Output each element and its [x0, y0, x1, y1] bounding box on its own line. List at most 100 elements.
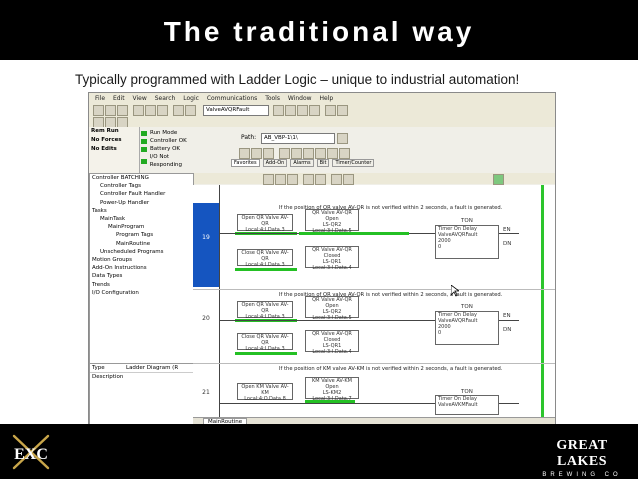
cut-icon[interactable]: [133, 105, 144, 116]
tab-add-on[interactable]: Add-On: [262, 159, 288, 167]
ladder-tool-icon[interactable]: [315, 174, 326, 185]
contact-description: QR Valve AV-QR Closed: [312, 247, 352, 259]
contact-description: Open QR Valve AV-QR: [241, 302, 289, 314]
tree-item[interactable]: Motion Groups: [92, 257, 133, 264]
contact-label: Close QR Valve AV-QR Local:4:I.Data.3: [237, 333, 293, 352]
otu-icon[interactable]: [327, 148, 338, 159]
tree-item[interactable]: Add-On Instructions: [92, 265, 147, 272]
forces-status: No Forces: [91, 137, 122, 143]
ladder-tool-icon[interactable]: [331, 174, 342, 185]
paste-icon[interactable]: [157, 105, 168, 116]
menu-file[interactable]: File: [95, 95, 106, 102]
xio-icon[interactable]: [291, 148, 302, 159]
undo-icon[interactable]: [173, 105, 184, 116]
menu-window[interactable]: Window: [287, 95, 312, 102]
save-icon[interactable]: [117, 105, 128, 116]
ton-label: TON: [461, 218, 473, 224]
timer-instruction[interactable]: Timer On Delay ValveAVQRFault 2000 0: [435, 225, 499, 259]
tab-bit[interactable]: Bit: [316, 159, 330, 167]
copy-icon[interactable]: [145, 105, 156, 116]
tab-alarms[interactable]: Alarms: [290, 159, 314, 167]
tree-item[interactable]: Program Tags: [116, 232, 154, 239]
path-browse-icon[interactable]: [337, 133, 348, 144]
timer-accum: 0: [438, 244, 442, 250]
tree-item[interactable]: Tasks: [92, 207, 107, 214]
ote-icon[interactable]: [303, 148, 314, 159]
branch-icon[interactable]: [251, 148, 262, 159]
tree-item[interactable]: Power-Up Handler: [100, 199, 150, 206]
coil-dn: DN: [503, 241, 512, 247]
contact-description: QR Valve AV-QR Closed: [312, 331, 352, 343]
xic-icon[interactable]: [279, 148, 290, 159]
contact-address: Local:3:I.Data.7: [312, 396, 352, 402]
properties-pane: Type Ladder Diagram (R Description: [89, 363, 194, 425]
timer-instruction[interactable]: Timer On Delay ValveAVKMFault: [435, 395, 499, 415]
menu-view[interactable]: View: [132, 95, 147, 102]
menu-logic[interactable]: Logic: [183, 95, 199, 102]
ladder-tool-icon[interactable]: [493, 174, 504, 185]
tag-browser-icon[interactable]: [297, 105, 308, 116]
right-power-rail: [541, 185, 544, 417]
zoom-out-icon[interactable]: [337, 105, 348, 116]
ladder-tool-icon[interactable]: [263, 174, 274, 185]
props-type-label: Type: [92, 365, 105, 371]
tab-main-routine[interactable]: MainRoutine: [203, 418, 248, 425]
cross-reference-icon[interactable]: [309, 105, 320, 116]
led-icon: [141, 158, 147, 164]
tree-item[interactable]: MainTask: [100, 216, 125, 223]
menu-tools[interactable]: Tools: [265, 95, 280, 102]
timer-preset: 2000: [438, 238, 451, 244]
tree-item[interactable]: Controller Tags: [100, 183, 141, 190]
menu-edit[interactable]: Edit: [112, 95, 125, 102]
ladder-tool-icon[interactable]: [303, 174, 314, 185]
timer-instruction[interactable]: Timer On Delay ValveAVQRFault 2000 0: [435, 311, 499, 345]
tab-timer-counter[interactable]: Timer/Counter: [332, 159, 375, 167]
tree-item[interactable]: MainRoutine: [116, 240, 151, 247]
contact-label: QR Valve AV-QR Closed LS-QR1 Local:3:I.D…: [305, 330, 359, 355]
props-description-label: Description: [92, 374, 124, 380]
new-file-icon[interactable]: [93, 105, 104, 116]
menu-search[interactable]: Search: [154, 95, 176, 102]
menu-help[interactable]: Help: [319, 95, 334, 102]
exc-logo-text: EXC: [14, 446, 48, 463]
open-folder-icon[interactable]: [105, 105, 116, 116]
led-icon: [141, 146, 147, 152]
tree-item[interactable]: Controller Fault Handler: [100, 191, 166, 198]
selected-rung-marker: [193, 203, 219, 287]
ons-icon[interactable]: [339, 148, 350, 159]
tree-item[interactable]: Controller BATCHING: [92, 175, 149, 181]
contact-label: Close QR Valve AV-QR Local:4:I.Data.3: [237, 249, 293, 268]
tree-item[interactable]: Data Types: [92, 273, 123, 280]
tree-item[interactable]: Unscheduled Programs: [100, 248, 164, 255]
ladder-tool-icon[interactable]: [287, 174, 298, 185]
rung-icon[interactable]: [239, 148, 250, 159]
tree-item[interactable]: I/O Configuration: [92, 289, 139, 296]
ladder-tool-icon[interactable]: [343, 174, 354, 185]
zoom-in-icon[interactable]: [325, 105, 336, 116]
path-select[interactable]: AB_VBP-1\1\: [261, 133, 335, 144]
great-lakes-logo: GREAT LAKES BREWING CO: [532, 438, 632, 478]
verify-icon[interactable]: [273, 105, 284, 116]
tree-item[interactable]: MainProgram: [108, 224, 145, 231]
energized-wire: [299, 232, 409, 235]
contact-label: Open QR Valve AV-QR Local:4:I.Data.3: [237, 301, 293, 320]
contact-description: Open KM Valve AV-KM: [241, 384, 289, 396]
contact-tag: LS-QR1: [322, 343, 342, 349]
contact-label: Open QR Valve AV-QR Local:4:I.Data.3: [237, 214, 293, 233]
tab-favorites[interactable]: Favorites: [231, 159, 260, 167]
contact-label: KM Valve AV-KM Open LS-KM2 Local:3:I.Dat…: [305, 377, 359, 402]
controller-organizer: Controller BATCHING Controller Tags Cont…: [89, 173, 194, 365]
redo-icon[interactable]: [185, 105, 196, 116]
verify-all-icon[interactable]: [285, 105, 296, 116]
branch-level-icon[interactable]: [263, 148, 274, 159]
ladder-tool-icon[interactable]: [275, 174, 286, 185]
otl-icon[interactable]: [315, 148, 326, 159]
menu-communications[interactable]: Communications: [206, 95, 258, 102]
tree-item[interactable]: Trends: [92, 281, 110, 288]
contact-address: Local:4:I.Data.3: [245, 314, 285, 320]
energized-contact: [235, 268, 297, 271]
menu-bar: File Edit View Search Logic Communicatio…: [89, 93, 555, 104]
mouse-cursor-icon: [451, 285, 459, 297]
props-type-value: Ladder Diagram (R: [126, 365, 179, 371]
routine-select[interactable]: ValveAVQRFault: [203, 105, 269, 116]
